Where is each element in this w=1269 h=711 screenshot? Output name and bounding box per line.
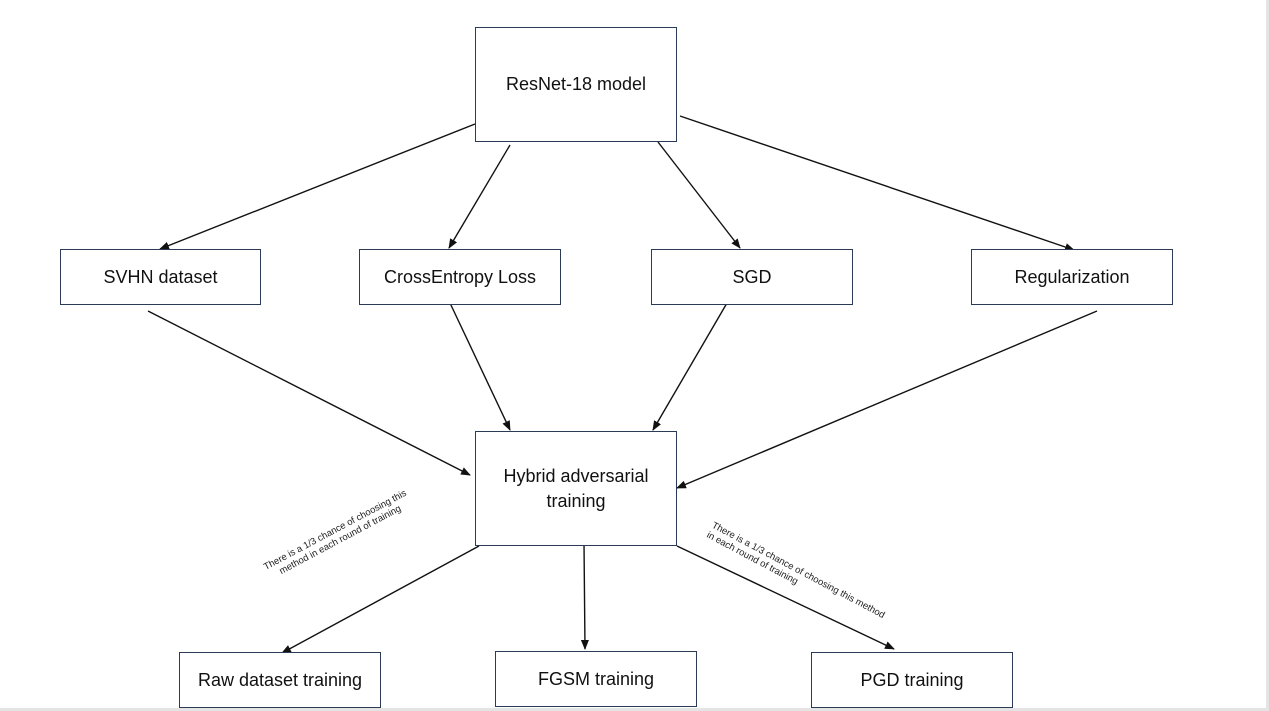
sgd-node: SGD — [651, 249, 853, 305]
crossentropy-loss-node: CrossEntropy Loss — [359, 249, 561, 305]
page-edge-right — [1266, 0, 1269, 711]
edge-svhn-hybrid — [147, 310, 471, 476]
edge-hybrid-raw — [281, 545, 480, 654]
raw-dataset-training-label: Raw dataset training — [197, 669, 363, 690]
resnet-model-node: ResNet-18 model — [475, 27, 677, 142]
crossentropy-loss-label: CrossEntropy Loss — [383, 266, 537, 287]
sgd-label: SGD — [732, 266, 772, 287]
edge-resnet-regularization — [679, 115, 1075, 251]
edge-hybrid-pgd — [676, 545, 895, 650]
pgd-training-node: PGD training — [811, 652, 1013, 708]
fgsm-training-node: FGSM training — [495, 651, 697, 707]
raw-dataset-training-node: Raw dataset training — [179, 652, 381, 708]
edge-resnet-crossentropy — [448, 144, 511, 249]
svhn-dataset-node: SVHN dataset — [60, 249, 261, 305]
hybrid-adversarial-training-label: Hybrid adversarial training — [503, 466, 649, 511]
page-edge-bottom — [0, 708, 1269, 711]
edge-resnet-sgd — [657, 141, 741, 249]
edge-regularization-hybrid — [676, 310, 1098, 489]
edge-hybrid-fgsm — [580, 542, 589, 650]
pgd-training-label: PGD training — [860, 669, 964, 690]
fgsm-training-label: FGSM training — [537, 668, 655, 689]
regularization-node: Regularization — [971, 249, 1173, 305]
edge-resnet-svhn — [159, 123, 476, 250]
edge-crossentropy-hybrid — [449, 302, 511, 431]
resnet-model-label: ResNet-18 model — [505, 74, 647, 95]
regularization-label: Regularization — [1014, 266, 1130, 287]
edge-sgd-hybrid — [652, 302, 728, 431]
svhn-dataset-label: SVHN dataset — [103, 266, 218, 287]
hybrid-adversarial-training-node: Hybrid adversarial training — [475, 431, 677, 546]
